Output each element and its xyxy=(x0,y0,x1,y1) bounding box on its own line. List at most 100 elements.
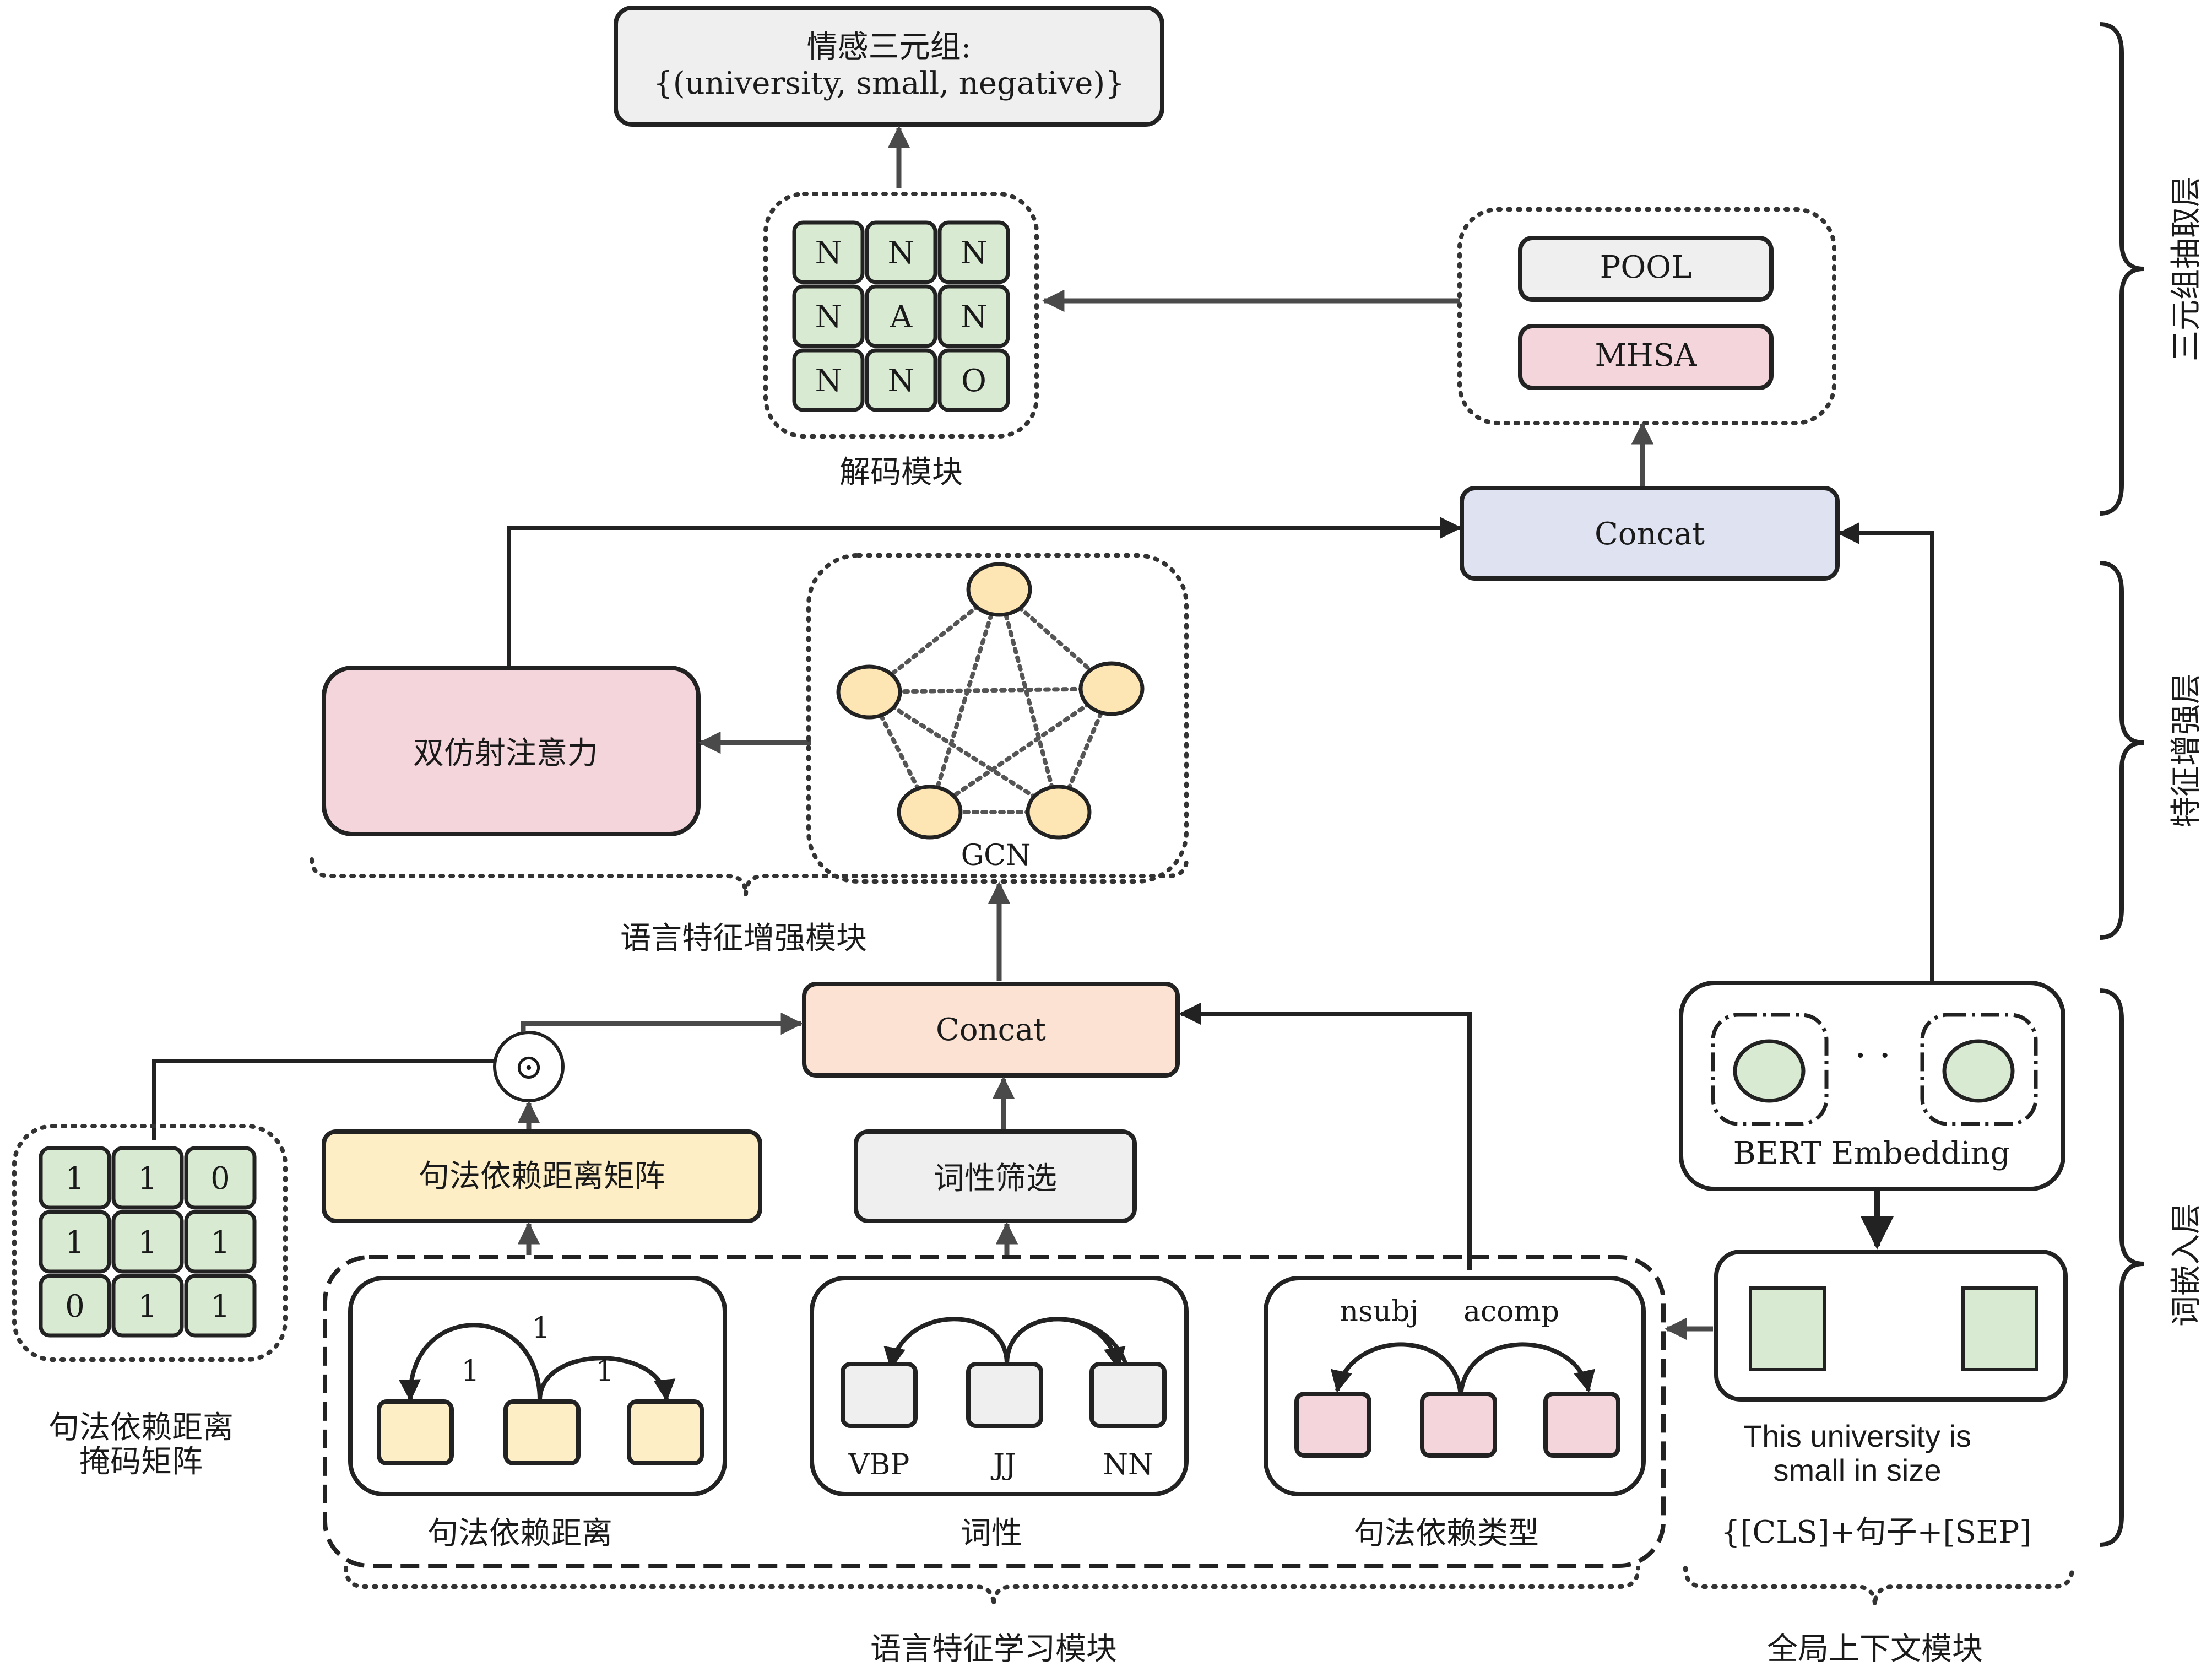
mask-label-1: 句法依赖距离 xyxy=(48,1410,234,1446)
decode-cell xyxy=(792,348,865,412)
mask-cell xyxy=(184,1210,257,1274)
line-mask-to-odot xyxy=(152,1059,494,1140)
output-title: 情感三元组: xyxy=(807,29,972,65)
dist-matrix-box: 句法依赖距离矩阵 xyxy=(322,1129,762,1223)
sentence-line-1: This university is xyxy=(1743,1419,1971,1453)
mask-value: 1 xyxy=(138,1225,158,1261)
embed-layer-brace xyxy=(2099,988,2144,1547)
mask-cell xyxy=(184,1146,257,1210)
dep-distance-caption: 句法依赖距离 xyxy=(427,1516,612,1551)
mhsa-box xyxy=(1518,324,1774,390)
arrow-odot-to-concat xyxy=(521,1012,804,1035)
mask-cell xyxy=(111,1274,184,1338)
global-context-brace xyxy=(1683,1566,2074,1606)
word-box xyxy=(1749,1286,1826,1371)
triplet-layer-label: 三元组抽取层 xyxy=(2168,176,2204,361)
decode-value: N xyxy=(961,235,988,271)
biaffine-attention-box: 双仿射注意力 xyxy=(322,666,701,836)
decode-value: A xyxy=(890,299,913,335)
decode-value: N xyxy=(961,299,988,335)
decode-value: N xyxy=(815,363,842,399)
output-triplet: {(university, small, negative)} xyxy=(653,66,1125,101)
decode-value: O xyxy=(961,363,986,399)
bert-ellipsis: · · xyxy=(1855,1033,1891,1078)
dep-distance-weight: 1 xyxy=(595,1355,614,1388)
decode-value: N xyxy=(815,299,842,335)
pool-mhsa-group: POOL MHSA xyxy=(1457,207,1836,425)
mask-cell xyxy=(39,1146,111,1210)
token-box xyxy=(1543,1392,1620,1458)
mask-value: 1 xyxy=(210,1289,230,1324)
embedding-node xyxy=(1942,1039,2015,1103)
lang-enhance-label: 语言特征增强模块 xyxy=(620,921,867,956)
token-box xyxy=(1420,1392,1497,1458)
pos-caption: 词性 xyxy=(961,1516,1022,1551)
pool-label: POOL xyxy=(1600,250,1692,285)
mask-value: 1 xyxy=(138,1161,158,1197)
decode-value: N xyxy=(888,235,915,271)
gcn-edges xyxy=(867,587,1114,814)
token-box xyxy=(1294,1392,1371,1458)
gcn-node xyxy=(1026,785,1092,840)
bert-embedding-box: · · BERT Embedding xyxy=(1679,981,2065,1191)
mask-cell xyxy=(111,1210,184,1274)
pool-box xyxy=(1518,236,1774,302)
mask-value: 1 xyxy=(65,1225,85,1261)
lang-learn-module: 1 1 1 句法依赖距离 VBP JJ NN 词性 nsubj xyxy=(323,1255,1666,1568)
concat-top-label: Concat xyxy=(1595,516,1705,552)
mask-value: 1 xyxy=(65,1161,85,1197)
sentence-line-2: small in size xyxy=(1774,1453,1942,1488)
decode-cell xyxy=(865,348,937,412)
output-triplet-box: 情感三元组: {(university, small, negative)} xyxy=(614,6,1164,127)
arrow-biaffine-to-concat xyxy=(507,517,1462,667)
gcn-node xyxy=(966,562,1032,617)
gcn-node xyxy=(1078,661,1145,716)
enhance-layer-brace xyxy=(2099,561,2144,940)
word-box xyxy=(1961,1286,2038,1371)
triplet-layer-brace xyxy=(2099,22,2144,516)
decode-cell xyxy=(937,220,1010,284)
mask-value: 1 xyxy=(138,1289,158,1324)
sentence-format: {[CLS]+句子+[SEP] xyxy=(1721,1514,2031,1550)
decode-cell xyxy=(937,348,1010,412)
pos-filter-label: 词性筛选 xyxy=(934,1161,1057,1197)
pos-filter-box: 词性筛选 xyxy=(854,1129,1137,1223)
token-box xyxy=(627,1399,704,1465)
dist-matrix-label: 句法依赖距离矩阵 xyxy=(419,1159,665,1194)
mask-cell xyxy=(111,1146,184,1210)
biaffine-label: 双仿射注意力 xyxy=(413,735,598,771)
sentence-input-box xyxy=(1714,1250,2068,1402)
lang-learn-brace xyxy=(344,1566,1640,1606)
mask-value: 0 xyxy=(210,1161,230,1197)
mhsa-label: MHSA xyxy=(1595,338,1698,374)
bert-label: BERT Embedding xyxy=(1733,1135,2010,1171)
global-context-label: 全局上下文模块 xyxy=(1767,1631,1983,1666)
token-box xyxy=(841,1362,918,1428)
decode-cell xyxy=(865,220,937,284)
token-box xyxy=(377,1399,454,1465)
pos-tag: JJ xyxy=(990,1448,1016,1481)
gcn-label: GCN xyxy=(961,839,1031,872)
lang-learn-label: 语言特征学习模块 xyxy=(870,1631,1117,1666)
enhance-layer-label: 特征增强层 xyxy=(2168,673,2204,827)
arrow-deptype-to-concat xyxy=(1179,1003,1472,1270)
gcn-node xyxy=(836,664,902,720)
hadamard-symbol: ⊙ xyxy=(514,1047,544,1088)
dep-relation: acomp xyxy=(1463,1295,1559,1328)
token-box xyxy=(966,1362,1043,1428)
token-box xyxy=(1089,1362,1167,1428)
decode-cell xyxy=(792,220,865,284)
dep-type-panel: nsubj acomp xyxy=(1264,1276,1646,1496)
gcn-module: GCN xyxy=(806,553,1189,884)
dep-relation: nsubj xyxy=(1340,1295,1418,1328)
decode-value: N xyxy=(815,235,842,271)
mask-label-2: 掩码矩阵 xyxy=(79,1444,203,1480)
decode-value: N xyxy=(888,363,915,399)
pos-tag: NN xyxy=(1103,1448,1153,1481)
token-box xyxy=(503,1399,581,1465)
mask-cell xyxy=(39,1210,111,1274)
